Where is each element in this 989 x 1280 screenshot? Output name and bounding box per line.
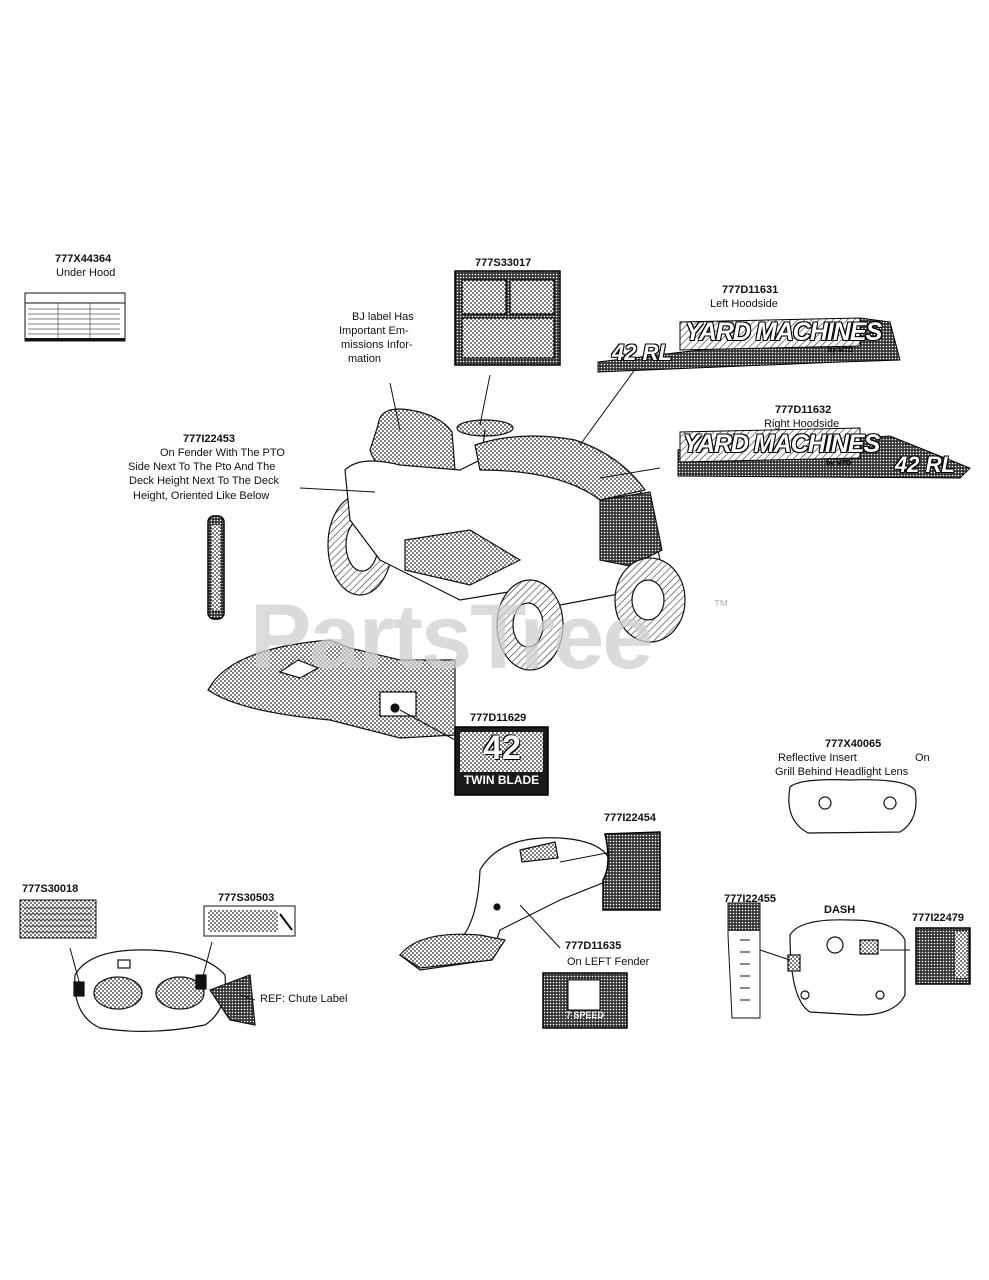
left-hoodside-brand-sub: by MTD [828, 347, 854, 354]
label-reflective-on: On [915, 752, 930, 764]
decal-s30018 [19, 899, 97, 939]
label-777S33017: 777S33017 [475, 257, 532, 269]
label-777D11635: 777D11635 [565, 940, 622, 952]
decal-fender-speed [602, 831, 661, 911]
reflective-insert [788, 779, 917, 834]
decal-left-hoodside [597, 317, 901, 373]
label-bj-1: BJ label Has [352, 311, 414, 323]
label-777I22453: 777I22453 [183, 433, 235, 445]
label-777X40065: 777X40065 [825, 738, 882, 750]
mower-deck [73, 949, 256, 1032]
twin-blade-number: 42 [483, 729, 521, 767]
label-777D11632: 777D11632 [775, 404, 832, 416]
watermark: PartsTree [250, 586, 653, 688]
label-777X44364: 777X44364 [55, 253, 112, 265]
label-777I22479: 777I22479 [912, 912, 964, 924]
label-under-hood: Under Hood [56, 267, 116, 279]
label-pto-3: Deck Height Next To The Deck [129, 475, 279, 487]
label-dash: DASH [824, 904, 856, 916]
watermark-trademark: ™ [713, 598, 729, 615]
mower-deck-chute [207, 639, 456, 739]
label-777S30503: 777S30503 [218, 892, 275, 904]
label-bj-3: missions Infor- [341, 339, 413, 351]
decal-7-speed [542, 972, 628, 1029]
tractor-illustration [327, 408, 686, 671]
label-left-fender: On LEFT Fender [567, 956, 650, 968]
label-bj-2: Important Em- [339, 325, 409, 337]
label-left-hoodside: Left Hoodside [710, 298, 778, 310]
label-777I22454: 777I22454 [604, 812, 656, 824]
label-777I22455: 777I22455 [724, 893, 776, 905]
decal-under-hood [24, 292, 126, 342]
decal-right-hoodside [677, 427, 971, 479]
label-pto-1: On Fender With The PTO [160, 447, 285, 459]
left-hoodside-model: 42 RL [612, 340, 672, 365]
decal-i22479 [915, 927, 971, 985]
label-777D11629: 777D11629 [470, 712, 527, 724]
right-hoodside-model: 42 RL [895, 452, 955, 477]
dash-panel [787, 919, 906, 1016]
label-right-hoodside: Right Hoodside [764, 418, 840, 430]
label-chute: REF: Chute Label [260, 993, 348, 1005]
left-hoodside-brand: YARD MACHINES [685, 318, 882, 346]
label-777D11631: 777D11631 [722, 284, 779, 296]
right-hoodside-brand: YARD MACHINES [683, 430, 880, 458]
leader-lines [69, 367, 910, 1001]
seven-speed-text: 7 SPEED [565, 1010, 605, 1020]
label-pto-4: Height, Oriented Like Below [133, 490, 270, 502]
decal-twin-blade [454, 726, 549, 796]
decal-i22455 [727, 902, 761, 1019]
twin-blade-text: TWIN BLADE [463, 773, 540, 787]
label-bj-4: mation [348, 353, 382, 365]
label-777S30018: 777S30018 [22, 883, 79, 895]
label-pto-2: Side Next To The Pto And The [128, 461, 276, 473]
label-reflective-insert: Reflective Insert [778, 752, 857, 764]
decal-s30503 [203, 905, 296, 937]
label-grill-headlight: Grill Behind Headlight Lens [775, 766, 909, 778]
decal-deck-height [207, 515, 225, 620]
right-hoodside-brand-sub: by MTD [826, 460, 852, 467]
decal-emissions [454, 270, 561, 366]
